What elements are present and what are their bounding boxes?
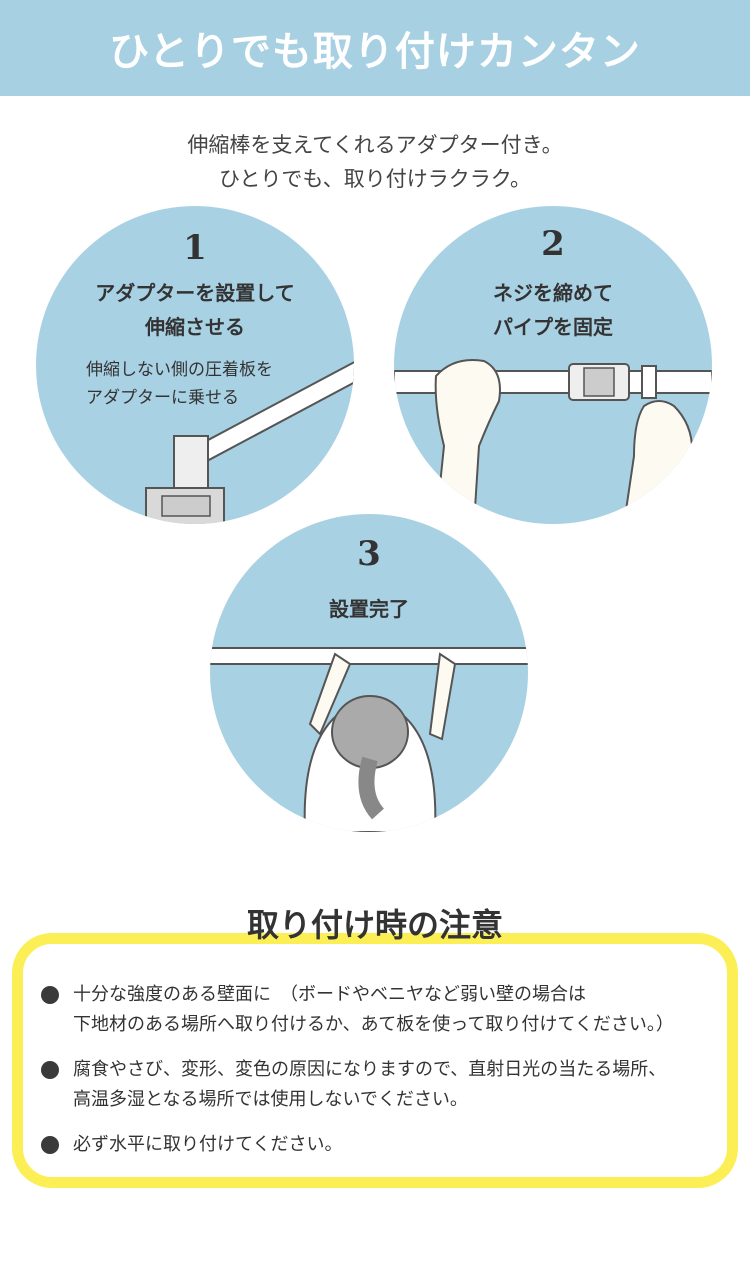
step-number: 3: [357, 534, 381, 574]
notice-box: 十分な強度のある壁面に （ボードやベニヤなど弱い壁の場合は下地材のある場所へ取り…: [12, 933, 738, 1188]
intro-line-2: ひとりでも、取り付けラクラク。: [218, 167, 532, 191]
page-title: ひとりでも取り付けカンタン: [109, 29, 641, 75]
step-title-line: ネジを締めて: [493, 281, 613, 305]
step-subtext-line: 伸縮しない側の圧着板を: [86, 360, 273, 380]
step-title: 設置完了: [329, 597, 409, 621]
header-banner: ひとりでも取り付けカンタン: [0, 0, 750, 96]
notice-line: 必ず水平に取り付けてください。: [73, 1134, 343, 1155]
bullet-icon: [41, 1061, 59, 1079]
notice-item: 十分な強度のある壁面に （ボードやベニヤなど弱い壁の場合は下地材のある場所へ取り…: [41, 980, 674, 1040]
notice-line: 高温多湿となる場所では使用しないでください。: [73, 1089, 468, 1110]
notice-item: 腐食やさび、変形、変色の原因になりますので、直射日光の当たる場所、高温多湿となる…: [41, 1055, 674, 1115]
step-title-line: 伸縮させる: [145, 315, 245, 339]
step-title: アダプターを設置して 伸縮させる: [36, 276, 354, 344]
step-number: 2: [541, 224, 565, 264]
step-subtext-line: アダプターに乗せる: [86, 388, 239, 408]
step-title-line: アダプターを設置して: [95, 281, 295, 305]
notice-item: 必ず水平に取り付けてください。: [41, 1130, 674, 1160]
intro-line-1: 伸縮棒を支えてくれるアダプター付き。: [187, 133, 563, 157]
notice-line: 下地材のある場所へ取り付けるか、あて板を使って取り付けてください。）: [73, 1014, 674, 1035]
step-subtext: 伸縮しない側の圧着板を アダプターに乗せる: [86, 356, 273, 412]
notice-list: 十分な強度のある壁面に （ボードやベニヤなど弱い壁の場合は下地材のある場所へ取り…: [41, 980, 674, 1175]
step-title: ネジを締めて パイプを固定: [394, 276, 712, 344]
step-1-circle: 1 アダプターを設置して 伸縮させる 伸縮しない側の圧着板を アダプターに乗せる: [36, 206, 354, 524]
step-number: 1: [183, 228, 207, 268]
rod-ends: [160, 646, 530, 662]
intro-text: 伸縮棒を支えてくれるアダプター付き。 ひとりでも、取り付けラクラク。: [0, 128, 750, 196]
step-2-circle: 2 ネジを締めて パイプを固定: [394, 206, 712, 524]
adapter-rod-illustration: [145, 361, 354, 524]
hands-tighten-screw-illustration: [394, 359, 712, 524]
notice-line: 腐食やさび、変形、変色の原因になりますので、直射日光の当たる場所、: [73, 1059, 667, 1080]
step-title-line: パイプを固定: [493, 315, 613, 339]
bullet-icon: [41, 986, 59, 1004]
notice-title: 取り付け時の注意: [246, 906, 503, 944]
person-hanging-rod-illustration: [210, 647, 528, 832]
bullet-icon: [41, 1136, 59, 1154]
notice-line: 十分な強度のある壁面に （ボードやベニヤなど弱い壁の場合は: [73, 984, 586, 1005]
step-3-circle: 3 設置完了: [210, 514, 528, 832]
